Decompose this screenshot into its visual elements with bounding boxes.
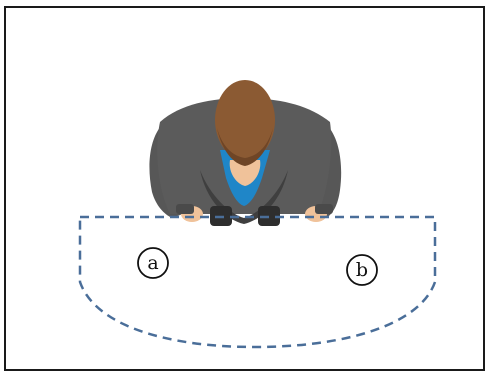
right-cuff	[315, 204, 333, 214]
label-a-marker: a	[138, 248, 168, 278]
left-cuff	[176, 204, 194, 214]
label-a-text: a	[147, 252, 158, 274]
label-b-text: b	[356, 259, 368, 281]
label-b-marker: b	[347, 255, 377, 285]
